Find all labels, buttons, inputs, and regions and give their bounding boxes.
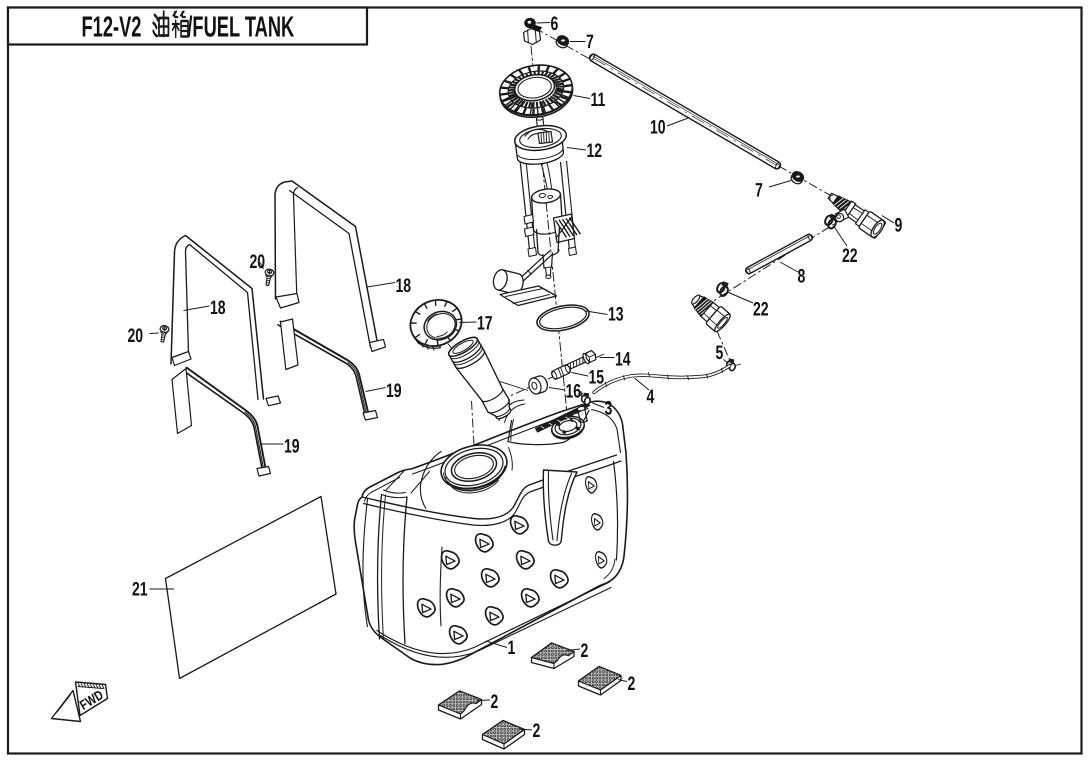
svg-text:2: 2 bbox=[491, 691, 499, 713]
svg-text:9: 9 bbox=[895, 215, 903, 237]
svg-text:20: 20 bbox=[128, 325, 144, 347]
svg-text:15: 15 bbox=[589, 367, 605, 389]
svg-text:22: 22 bbox=[842, 245, 858, 267]
svg-text:F12-V2: F12-V2 bbox=[82, 12, 142, 44]
svg-text:2: 2 bbox=[628, 673, 636, 695]
svg-text:12: 12 bbox=[587, 140, 603, 162]
svg-text:13: 13 bbox=[608, 304, 624, 326]
svg-text:7: 7 bbox=[586, 31, 594, 53]
svg-text:1: 1 bbox=[508, 637, 516, 659]
svg-text:17: 17 bbox=[477, 313, 493, 335]
svg-text:6: 6 bbox=[551, 13, 559, 35]
svg-text:2: 2 bbox=[533, 720, 541, 742]
svg-text:18: 18 bbox=[210, 297, 226, 319]
svg-text:5: 5 bbox=[716, 342, 724, 364]
svg-text:19: 19 bbox=[386, 380, 402, 402]
svg-text:18: 18 bbox=[396, 275, 412, 297]
svg-text:4: 4 bbox=[647, 386, 655, 408]
svg-text:22: 22 bbox=[753, 299, 769, 321]
svg-text:11: 11 bbox=[591, 89, 606, 111]
svg-text:14: 14 bbox=[615, 349, 631, 371]
svg-text:7: 7 bbox=[755, 180, 763, 202]
svg-text:/FUEL TANK: /FUEL TANK bbox=[187, 12, 294, 44]
svg-text:19: 19 bbox=[284, 436, 300, 458]
svg-text:10: 10 bbox=[650, 117, 666, 139]
svg-text:21: 21 bbox=[132, 579, 148, 601]
svg-text:8: 8 bbox=[798, 266, 806, 288]
svg-text:20: 20 bbox=[250, 251, 266, 273]
svg-text:16: 16 bbox=[566, 381, 582, 403]
svg-text:3: 3 bbox=[605, 398, 613, 420]
svg-text:2: 2 bbox=[581, 640, 589, 662]
